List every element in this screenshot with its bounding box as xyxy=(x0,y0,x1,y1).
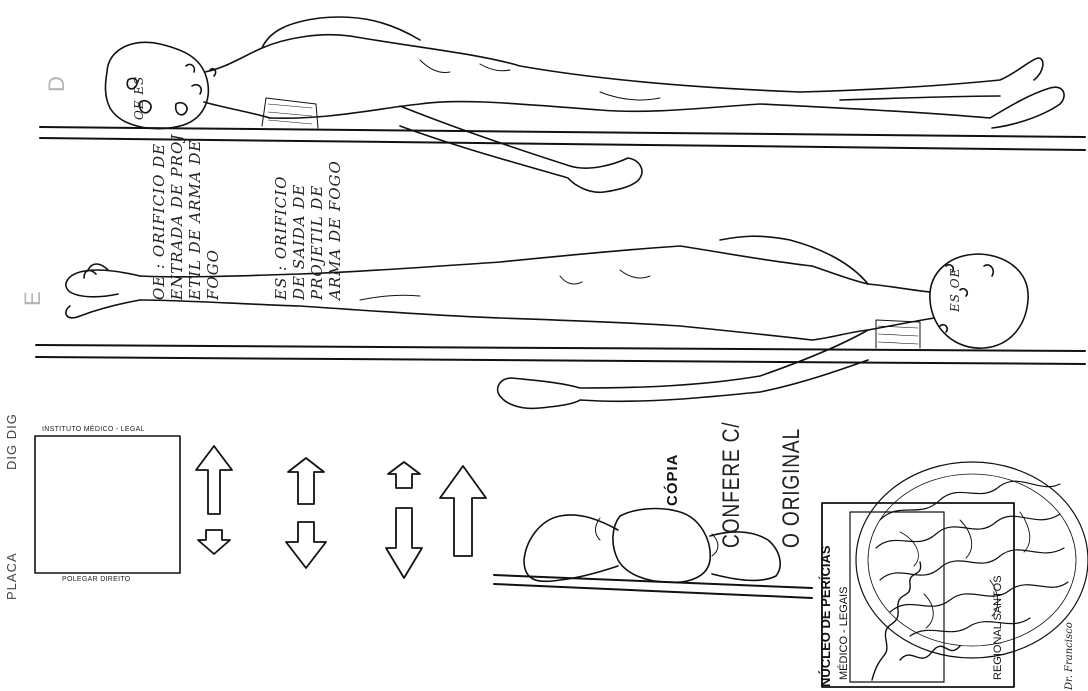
fingerprint-box-title: INSTITUTO MÉDICO - LEGAL xyxy=(42,426,145,433)
annotation-line: FOGO xyxy=(204,134,222,300)
stamp-border xyxy=(822,503,1014,687)
confere-stamp-line-2: O ORIGINAL xyxy=(778,428,806,548)
annotation-entry-wound: OE : ORIFICIO DE ENTRADA DE PROJ ETIL DE… xyxy=(150,134,222,300)
fingerprint-box-caption: POLEGAR DIREITO xyxy=(62,576,131,583)
annotation-line: ES : ORIFICIO xyxy=(272,160,290,300)
signature-scribble xyxy=(872,562,960,680)
stamp-medico-legal: MÉDICO - LEGAIS xyxy=(838,586,850,680)
annotation-line: ENTRADA DE PROJ xyxy=(168,134,186,300)
fingerprint-box xyxy=(35,436,180,573)
brain-scan-figure xyxy=(856,462,1088,658)
stamp-doctor-name: Dr. Francisco xyxy=(1064,622,1075,690)
stamp-regional: REGIONAL SANTOS xyxy=(992,575,1004,680)
cutoff-text-left: PLACA xyxy=(4,552,19,600)
cutoff-text-left-2: DIG DIG xyxy=(4,413,19,470)
copia-stamp: CÓPIA xyxy=(664,453,681,506)
confere-stamp-line-1: CONFERE C/ xyxy=(718,422,746,548)
head-marks-bottom: ES OE xyxy=(948,268,962,312)
annotation-line: ARMA DE FOGO xyxy=(326,160,344,300)
annotation-line: ETIL DE ARMA DE xyxy=(186,134,204,300)
table-bar-small xyxy=(494,575,812,598)
top-body-figure xyxy=(105,17,1064,192)
stamp-nucleo: NÚCLEO DE PERÍCIAS xyxy=(818,545,833,687)
head-marks-top: OE ES xyxy=(132,76,146,120)
view-letter-bottom: E xyxy=(20,291,46,306)
annotation-exit-wound: ES : ORIFICIO DE SAIDA DE PROJETIL DE AR… xyxy=(272,160,344,300)
view-letter-top: D xyxy=(44,76,70,92)
table-bar-bottom xyxy=(36,345,1085,364)
annotation-line: OE : ORIFICIO DE xyxy=(150,134,168,300)
annotation-line: PROJETIL DE xyxy=(308,160,326,300)
annotation-line: DE SAIDA DE xyxy=(290,160,308,300)
orientation-arrows xyxy=(196,446,486,578)
